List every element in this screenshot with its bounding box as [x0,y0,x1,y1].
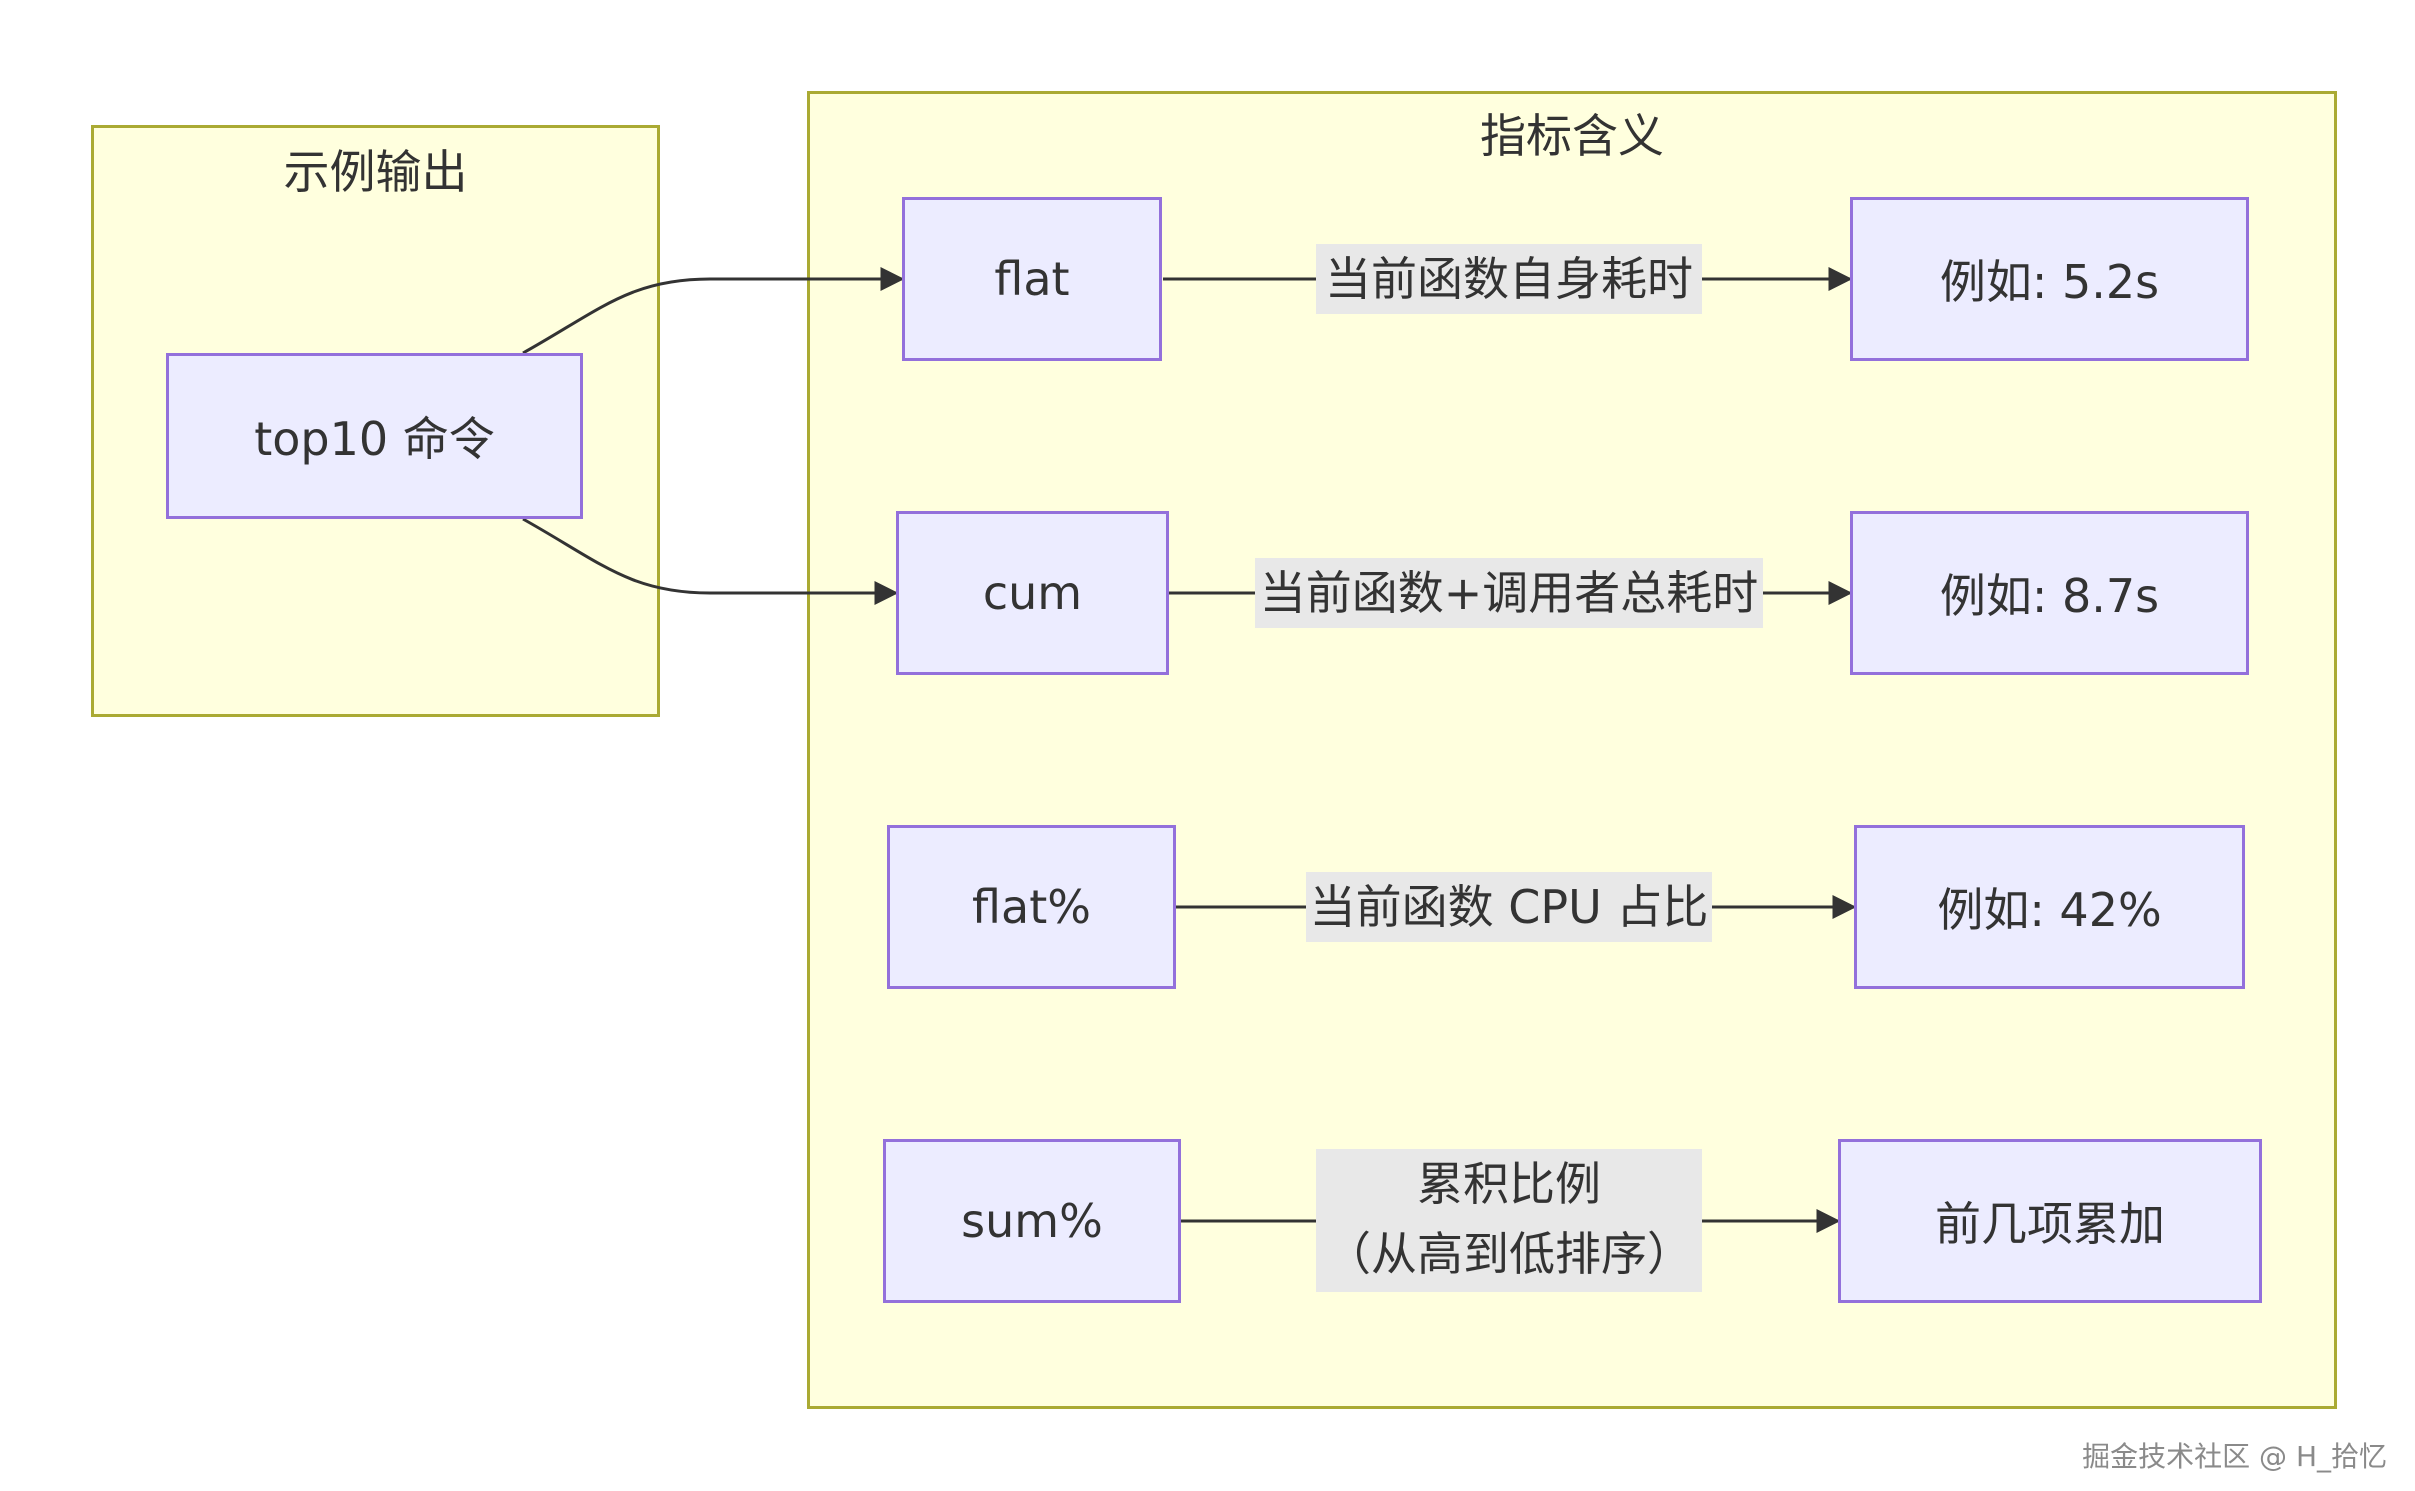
node-flat-pct[interactable]: flat% [887,825,1176,989]
edge-label-sum-pct: 累积比例 （从高到低排序） [1316,1149,1702,1292]
edge-label-sum-pct-line2: （从高到低排序） [1325,1227,1693,1281]
node-example-cum[interactable]: 例如: 8.7s [1850,511,2249,675]
cluster-title-example-output: 示例输出 [283,145,468,199]
node-example-flat-pct[interactable]: 例如: 42% [1854,825,2245,989]
node-top10-command[interactable]: top10 命令 [166,353,583,519]
cluster-title-metric-meaning: 指标含义 [1480,109,1664,163]
node-cum[interactable]: cum [896,511,1169,675]
edge-label-flat-pct: 当前函数 CPU 占比 [1306,872,1712,942]
node-example-sum-pct[interactable]: 前几项累加 [1838,1139,2262,1303]
edge-label-flat: 当前函数自身耗时 [1316,244,1702,314]
edge-top10-to-flat [522,267,905,355]
edge-label-cum: 当前函数+调用者总耗时 [1255,558,1763,628]
watermark: 掘金技术社区 @ H_拾忆 [2082,1440,2387,1473]
node-flat[interactable]: flat [902,197,1162,361]
edge-top10-to-cum [522,517,899,605]
node-sum-pct[interactable]: sum% [883,1139,1181,1303]
node-example-flat[interactable]: 例如: 5.2s [1850,197,2249,361]
edge-label-sum-pct-line1: 累积比例 [1417,1157,1601,1211]
